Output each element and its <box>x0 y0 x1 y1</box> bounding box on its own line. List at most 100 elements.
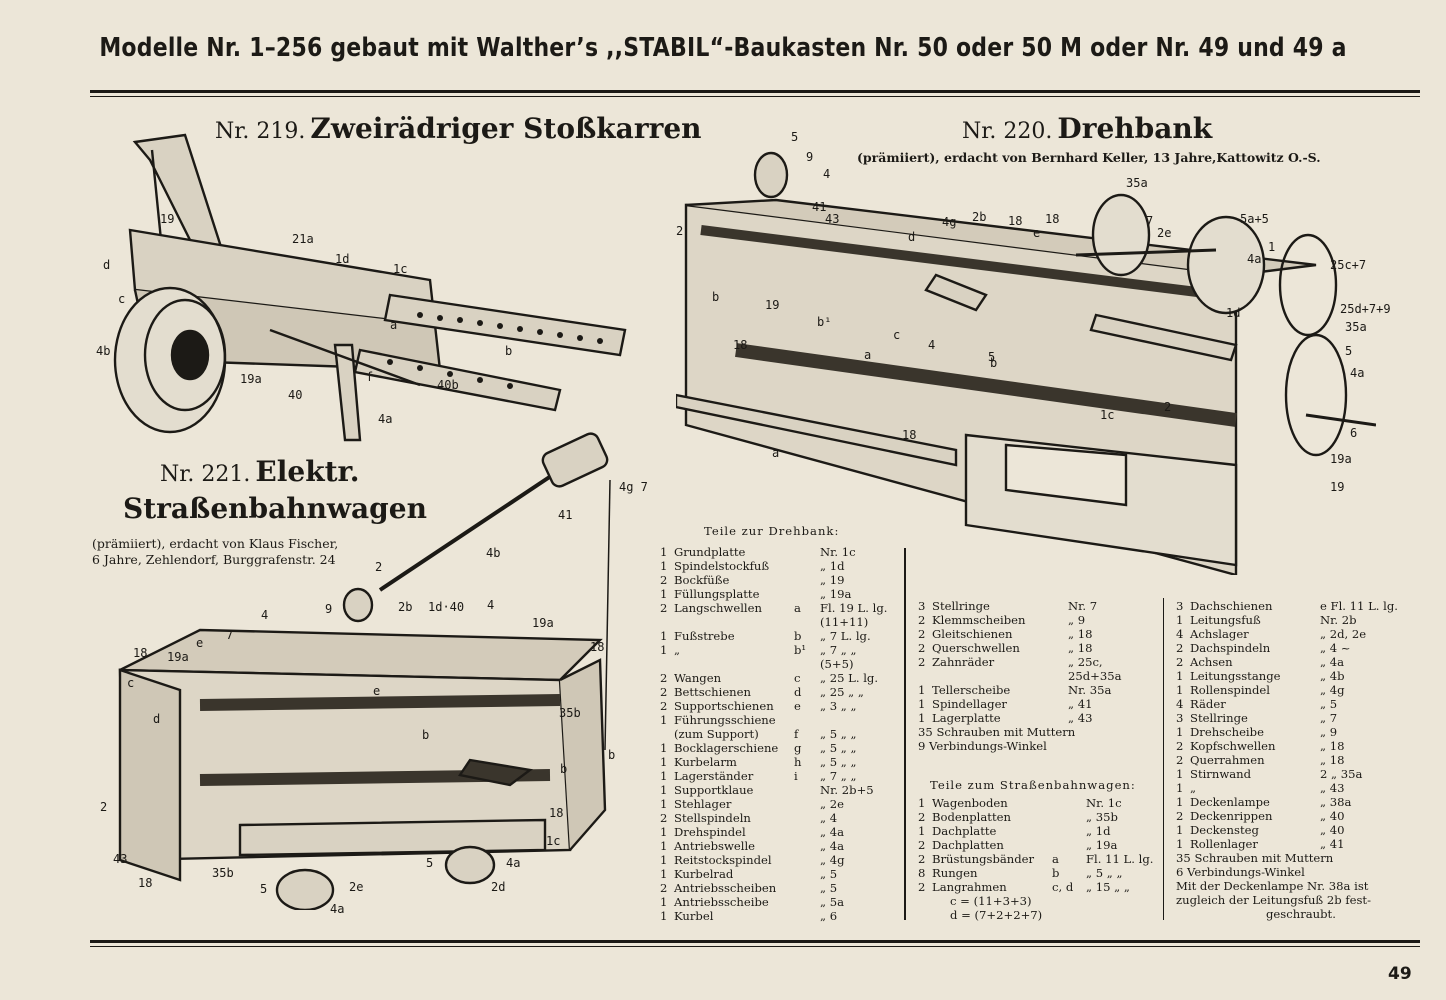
parts-cell: 4 <box>1176 627 1184 641</box>
parts-cell: 1 <box>660 895 668 909</box>
parts-cell <box>794 825 820 839</box>
parts-cell: Supportklaue <box>674 783 754 797</box>
parts-cell: 4 <box>1176 697 1184 711</box>
parts-cell: b <box>794 629 802 643</box>
parts-cell: Kopfschwellen <box>1190 739 1276 753</box>
parts-cell: „ 7 „ „ <box>820 643 857 657</box>
parts-cell: 2 <box>660 685 668 699</box>
parts-cell: 2 <box>660 671 668 685</box>
parts-cell: 25d+35a <box>1068 669 1122 683</box>
parts-cell: „ 19 <box>820 573 845 587</box>
parts-cell: Antriebswelle <box>674 839 756 853</box>
parts-cell: Dachplatten <box>932 838 1004 852</box>
parts-cell: „ 7 L. lg. <box>820 629 871 643</box>
parts-cell: 2 <box>660 811 668 825</box>
parts-cell: „ 5 „ „ <box>820 727 857 741</box>
parts-row: 1 Lagerplatte „ 43 <box>918 711 1158 725</box>
label-220: d <box>908 230 916 244</box>
parts-cell: 1 <box>660 769 668 783</box>
parts-cell: 3 <box>918 599 926 613</box>
parts-cell <box>794 657 820 671</box>
parts-cell: d <box>794 685 802 699</box>
parts-cell: b¹ <box>794 643 807 657</box>
strassenbahn-footer-4: zugleich der Leitungsfuß 2b fest- <box>1176 893 1372 907</box>
parts-row: 1„„ 43 <box>1176 781 1400 795</box>
label-221: d <box>153 712 161 726</box>
label-221: 2 <box>100 800 108 814</box>
bottom-rule <box>90 940 1420 943</box>
parts-cell: 2 <box>918 613 926 627</box>
parts-cell: 1 <box>1176 725 1184 739</box>
parts-cell <box>794 909 820 923</box>
label-220: 4a <box>1350 366 1365 380</box>
parts-cell: Achsen <box>1190 655 1233 669</box>
label-221: 2b <box>398 600 413 614</box>
parts-cell: „ 4 <box>820 811 838 825</box>
label-221: 35b <box>559 706 581 720</box>
formula-d: d = (7+2+2+7) <box>950 908 1043 922</box>
label-220: 25d+7+9 <box>1340 302 1391 316</box>
parts-cell: „ 40 <box>1320 823 1345 837</box>
parts-cell: 1 <box>1176 683 1184 697</box>
label-220: 2 <box>1164 400 1172 414</box>
parts-cell: „ 5 „ „ <box>820 741 857 755</box>
parts-cell: 1 <box>660 587 668 601</box>
label-221: e <box>373 684 381 698</box>
parts-cell: Fußstrebe <box>674 629 735 643</box>
parts-cell <box>1052 796 1086 810</box>
label-220: 4 <box>823 167 831 181</box>
label-220: 5 <box>1345 344 1353 358</box>
label-220: 43 <box>825 212 840 226</box>
parts-cell: 1 <box>660 643 668 657</box>
label-221: 2e <box>349 880 364 894</box>
parts-cell: „ 43 <box>1068 711 1093 725</box>
parts-cell: 3 <box>1176 599 1184 613</box>
parts-cell: Gleitschienen <box>932 627 1013 641</box>
label-219: 4b <box>96 344 111 358</box>
parts-cell: 2 <box>918 838 926 852</box>
parts-cell <box>932 669 1068 683</box>
label-221: 4g 7 <box>619 480 648 494</box>
parts-cell: „ 35b <box>1086 810 1118 824</box>
parts-cell: Nr. 35a <box>1068 683 1112 697</box>
parts-cell: Lagerplatte <box>932 711 1001 725</box>
parts-cell: 1 <box>918 711 926 725</box>
parts-cell: 1 <box>660 797 668 811</box>
label-220: 19a <box>1330 452 1352 466</box>
label-220: 19 <box>1330 480 1345 494</box>
parts-cell: 1 <box>1176 837 1184 851</box>
label-221: 1c <box>546 834 561 848</box>
parts-cell: 2 <box>660 699 668 713</box>
parts-cell <box>794 853 820 867</box>
label-221: 18 <box>549 806 564 820</box>
parts-cell: „ 4g <box>820 853 845 867</box>
label-220: 5a+5 <box>1240 212 1269 226</box>
parts-cell <box>794 559 820 573</box>
label-221: 18 <box>133 646 148 660</box>
label-220: 2b <box>972 210 987 224</box>
label-219: 4a <box>378 412 393 426</box>
parts-cell: Spindelstockfuß <box>674 559 770 573</box>
label-221: 4 <box>261 608 269 622</box>
parts-cell: „ 3 „ „ <box>820 699 857 713</box>
label-221: 35b <box>212 866 234 880</box>
parts-cell: Drehscheibe <box>1190 725 1264 739</box>
parts-cell: „ 25c, <box>1068 655 1103 669</box>
parts-cell: Stellringe <box>932 599 990 613</box>
parts-cell: Antriebsscheiben <box>674 881 777 895</box>
label-221: 4a <box>330 902 345 916</box>
parts-cell: Stehlager <box>674 797 732 811</box>
parts-cell: Wangen <box>674 671 722 685</box>
